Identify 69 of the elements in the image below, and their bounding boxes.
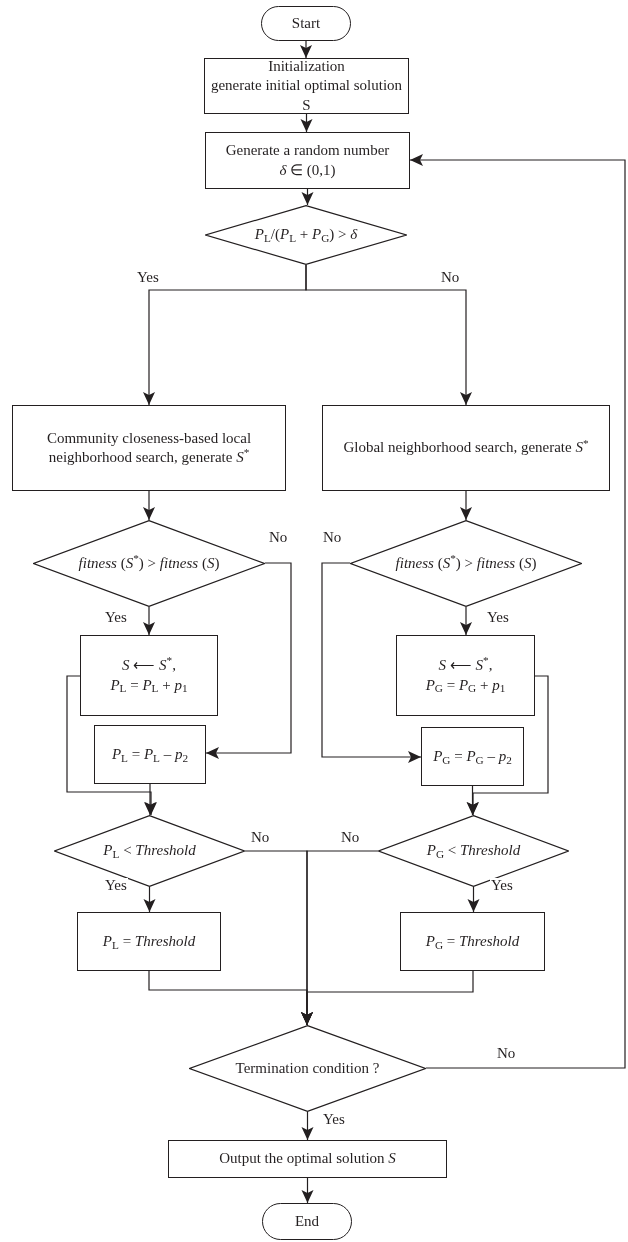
arrow	[301, 188, 314, 206]
arrow	[143, 606, 155, 636]
process-box	[205, 132, 410, 189]
arrow	[300, 40, 312, 59]
process-box	[400, 912, 545, 971]
node-text: P$_{L}$ = Threshold	[102, 931, 196, 952]
arrow	[460, 606, 472, 636]
node-text: fitness (S$^{*}$) > fitness (S)	[78, 553, 220, 573]
node-text: Termination condition ?	[235, 1058, 380, 1078]
node-text: Community closeness-based local neighborhood search, generate S$^{*}$	[45, 428, 253, 467]
node-text: P$_{L}$ = P$_{L}$ – p$_{2}$	[111, 744, 189, 765]
node-text: Start	[291, 13, 321, 33]
process-box	[94, 725, 206, 784]
arrow	[305, 264, 472, 406]
node-text: P$_{L}$ = P$_{L}$ + p$_{1}$	[110, 675, 188, 695]
arrow	[143, 886, 156, 913]
process-box	[396, 635, 535, 716]
node-text: S ⟵ S$^{*}$,	[122, 656, 176, 675]
node-text: P$_{G}$ = Threshold	[425, 931, 520, 952]
arrow	[300, 113, 313, 133]
node-text: End	[294, 1211, 320, 1231]
process-box	[12, 405, 286, 491]
arrow	[301, 970, 474, 1026]
arrow	[409, 154, 626, 1069]
process-box	[80, 635, 218, 716]
arrow	[66, 675, 157, 816]
edge-label: Yes	[490, 878, 514, 893]
edge-label: Yes	[486, 610, 510, 625]
node-text: Global neighborhood search, generate S$^{*}$	[343, 438, 589, 458]
arrow	[321, 562, 422, 763]
process-box	[77, 912, 221, 971]
node-text: P$_{G}$ < Threshold	[426, 841, 521, 861]
arrow	[301, 1177, 314, 1204]
arrow	[466, 785, 479, 816]
node-text: P$_{G}$ = P$_{G}$ + p$_{1}$	[425, 675, 506, 695]
node-text: generate initial optimal solution S	[209, 76, 404, 115]
arrow	[205, 562, 292, 759]
edge-label: Yes	[104, 878, 128, 893]
node-text: S ⟵ S$^{*}$,	[438, 656, 493, 675]
arrow	[301, 1111, 314, 1141]
arrow	[143, 490, 155, 521]
edge-label: Yes	[322, 1112, 346, 1127]
node-text: fitness (S$^{*}$) > fitness (S)	[395, 553, 537, 573]
arrow	[467, 886, 480, 913]
decision-diamond	[350, 520, 582, 607]
node-text: P$_{L}$ < Threshold	[103, 841, 196, 861]
arrow	[144, 783, 156, 816]
node-text: Output the optimal solution S	[219, 1149, 396, 1169]
node-text: P$_{G}$ = P$_{G}$ – p$_{2}$	[433, 746, 512, 767]
edge-label: No	[250, 830, 271, 845]
decision-diamond	[205, 205, 407, 265]
edge-label: No	[440, 270, 461, 285]
node-text: Initialization	[268, 56, 345, 76]
process-box	[168, 1140, 447, 1178]
edge-label: Yes	[104, 610, 128, 625]
arrow	[460, 490, 472, 521]
node-text: Generate a random number	[225, 141, 390, 160]
process-box	[322, 405, 610, 491]
edge-label: No	[340, 830, 361, 845]
node-text: P$_{L}$/(P$_{L}$ + P$_{G}$) > δ	[254, 225, 358, 245]
edge-label: No	[268, 530, 289, 545]
process-box	[204, 58, 409, 114]
edge-label: No	[496, 1046, 517, 1061]
edge-label: No	[322, 530, 343, 545]
decision-diamond	[189, 1025, 426, 1112]
process-box	[421, 727, 524, 786]
node-text: δ ∈ (0,1)	[279, 160, 336, 180]
decision-diamond	[33, 520, 265, 607]
edge-label: Yes	[136, 270, 160, 285]
